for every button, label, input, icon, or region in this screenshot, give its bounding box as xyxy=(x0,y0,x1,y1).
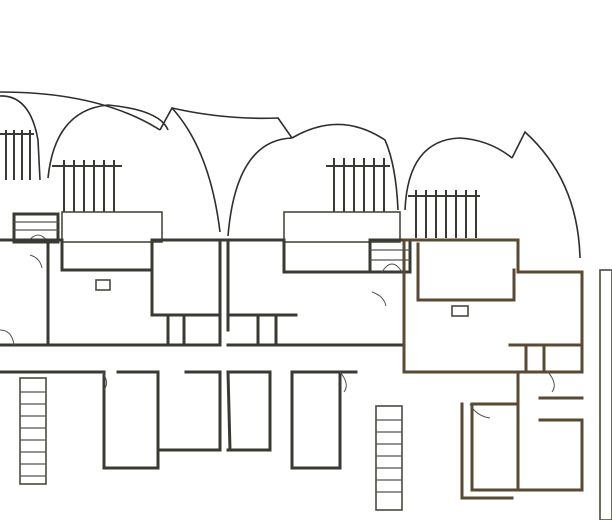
roof-arch-left-partial xyxy=(0,95,41,181)
unit-b xyxy=(218,238,406,470)
window-unit-c xyxy=(451,305,469,317)
pergola-group xyxy=(0,130,480,238)
unit-a xyxy=(0,238,222,470)
unit-c xyxy=(402,238,584,500)
roof-arch-3 xyxy=(291,123,399,211)
external-stair-left xyxy=(19,377,47,485)
pergola-1 xyxy=(52,160,122,212)
terraces xyxy=(61,211,401,243)
terrace-2 xyxy=(283,211,401,243)
roof-peak-1 xyxy=(159,106,221,233)
roof-swoop-center xyxy=(171,107,293,139)
roof-vaults xyxy=(0,91,581,259)
roof-outer-curve-left xyxy=(0,91,161,131)
external-stair-right xyxy=(375,405,403,511)
roof-arch-4 xyxy=(404,137,513,211)
pergola-left-edge xyxy=(0,130,34,180)
roof-arch-1 xyxy=(47,104,169,179)
window-unit-a xyxy=(95,279,111,291)
pergola-2 xyxy=(326,158,390,212)
terrace-1 xyxy=(61,211,163,243)
roof-arch-2 xyxy=(227,137,293,237)
adjacent-building-edge xyxy=(599,269,612,520)
roof-peak-2 xyxy=(511,130,581,259)
spiral-stair-left xyxy=(12,212,60,244)
pergola-3 xyxy=(408,190,480,238)
